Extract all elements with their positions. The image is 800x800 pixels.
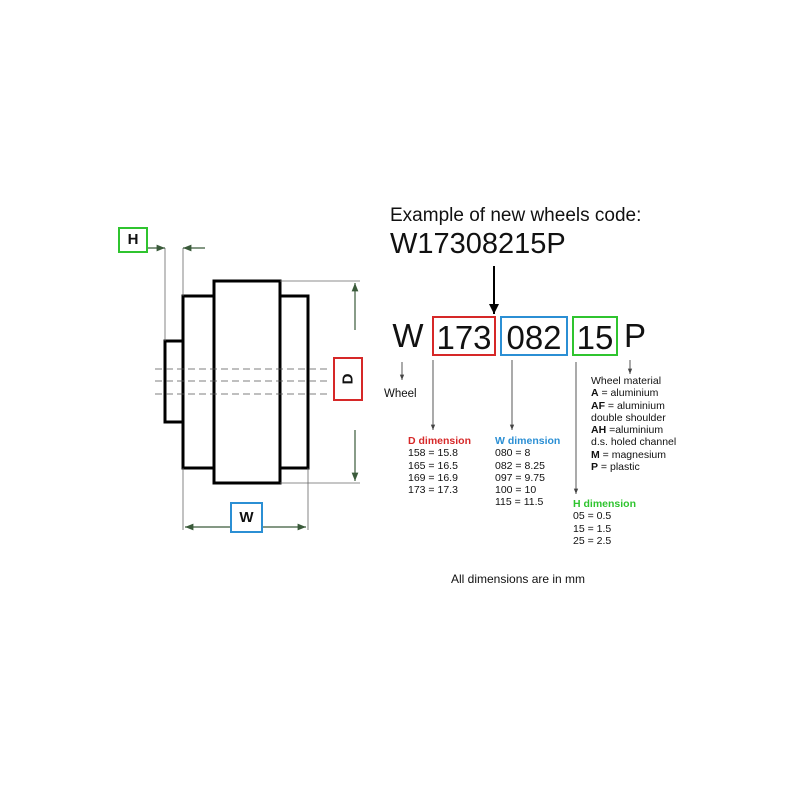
d-dimension-row: 169 = 16.9 (408, 471, 458, 484)
material-entry: M = magnesium (591, 448, 666, 461)
w-dimension-row: 100 = 10 (495, 484, 537, 497)
material-entry: P = plastic (591, 461, 640, 474)
w-dimension-row: 080 = 8 (495, 447, 531, 460)
code-segment-prefix: W (392, 317, 424, 354)
w-dimension-title: W dimension (495, 435, 561, 447)
material-entry: A = aluminium (591, 387, 659, 400)
d-label-box: D (333, 357, 363, 401)
material-title: Wheel material (591, 375, 662, 387)
footnote: All dimensions are in mm (451, 572, 586, 586)
code-segment-w: 082 (500, 316, 568, 356)
d-dimension-row: 165 = 16.5 (408, 459, 458, 472)
wheel-outline (163, 279, 310, 485)
h-dimension-title: H dimension (573, 498, 637, 510)
h-dimension-row: 15 = 1.5 (573, 522, 612, 535)
flange-left (181, 294, 216, 470)
example-code: W17308215P (390, 228, 566, 260)
h-dimension-legend: H dimension 05 = 0.5 15 = 1.5 25 = 2.5 (573, 498, 636, 547)
material-entry: AF = aluminium (591, 399, 665, 412)
hub-left (163, 339, 185, 424)
center-lines (155, 368, 328, 395)
d-dimension-row: 173 = 17.3 (408, 484, 458, 497)
material-entry: double shoulder (591, 411, 666, 424)
tread (212, 279, 282, 485)
d-dimension-legend: D dimension 158 = 15.8 165 = 16.5 169 = … (408, 435, 471, 496)
code-segment-material: P (623, 317, 646, 354)
material-legend: Wheel material A = aluminium AF = alumin… (591, 375, 676, 473)
w-dimension-row: 097 = 9.75 (495, 471, 545, 484)
d-dimension-title: D dimension (408, 435, 472, 447)
h-label-box: H (118, 227, 148, 253)
code-segment-h: 15 (572, 316, 618, 356)
wheel-label: Wheel (384, 388, 417, 400)
code-segment-d: 173 (432, 316, 496, 356)
material-entry: d.s. holed channel (591, 436, 677, 449)
intro-text: Example of new wheels code: (390, 205, 642, 226)
w-dimension-legend: W dimension 080 = 8 082 = 8.25 097 = 9.7… (495, 435, 560, 509)
w-label-box: W (230, 502, 263, 533)
h-dimension-row: 05 = 0.5 (573, 510, 612, 523)
w-label: W (239, 509, 254, 526)
material-entry: AH =aluminium (591, 424, 664, 437)
h-label: H (127, 231, 139, 248)
segment-pointer-arrows (399, 360, 633, 494)
d-label: D (339, 373, 356, 385)
extension-lines (164, 248, 360, 530)
d-dimension-row: 158 = 15.8 (408, 447, 458, 460)
dimension-arrows (147, 244, 359, 531)
flange-right (278, 294, 310, 470)
w-dimension-row: 082 = 8.25 (495, 459, 545, 472)
h-dimension-row: 25 = 2.5 (573, 534, 612, 547)
w-dimension-row: 115 = 11.5 (495, 496, 544, 509)
